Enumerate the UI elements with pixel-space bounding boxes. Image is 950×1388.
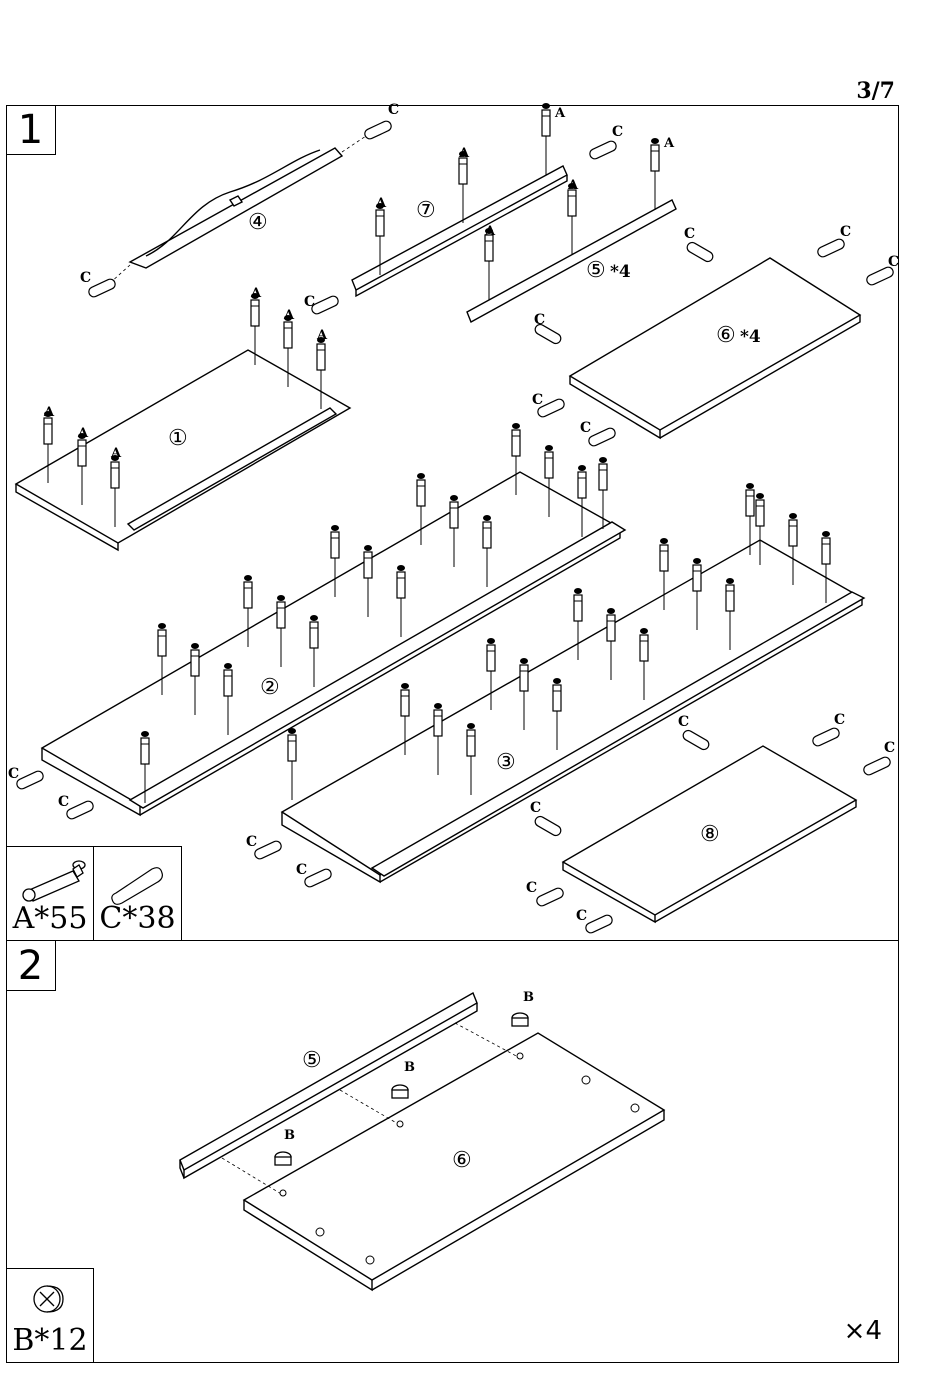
- cam-lock-icon: [7, 1275, 95, 1330]
- step-2-part-label-6: ⑥: [452, 1148, 472, 1173]
- fastener-label-b: B: [404, 1060, 415, 1075]
- fastener-label-b: B: [523, 990, 534, 1005]
- hardware-b-label: B*12: [7, 1323, 93, 1358]
- fastener-label-b: B: [284, 1128, 295, 1143]
- step-2-part-label-5: ⑤: [302, 1048, 322, 1073]
- repeat-count: ×4: [844, 1316, 882, 1346]
- hardware-b-box: B*12: [6, 1268, 94, 1363]
